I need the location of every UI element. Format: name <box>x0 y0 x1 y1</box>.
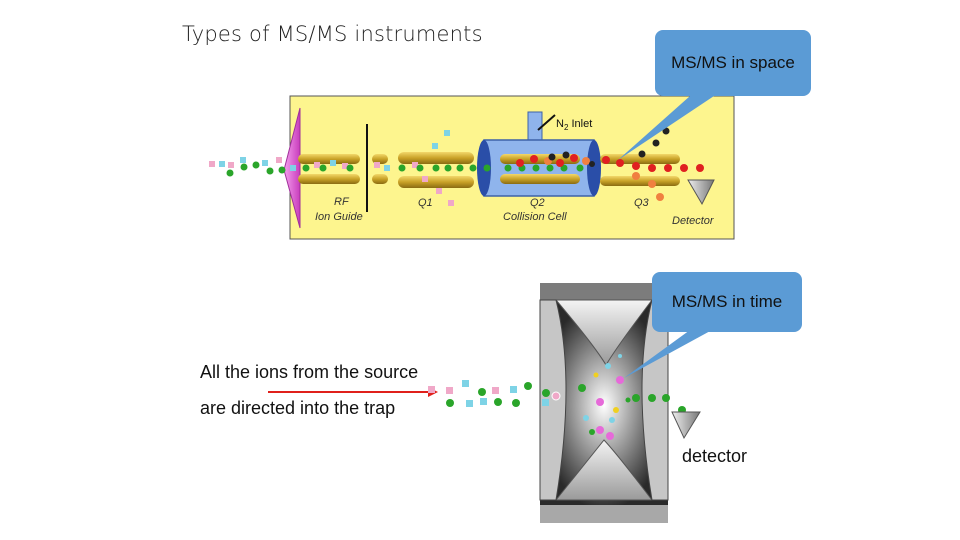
callout-space-text: MS/MS in space <box>671 53 795 72</box>
callout-time-text: MS/MS in time <box>671 292 783 311</box>
tandem-detector-cone <box>687 179 715 206</box>
rf-label: RF <box>334 196 349 208</box>
collision-cell-label: Collision Cell <box>503 211 567 223</box>
trap-detector-cone <box>671 411 701 440</box>
n2-inlet-label: N2 Inlet <box>556 118 593 133</box>
ion-guide-rods <box>298 154 388 184</box>
q2-label: Q2 <box>530 197 545 209</box>
q1-label: Q1 <box>418 197 433 209</box>
callout-ms-ms-in-time: MS/MS in time <box>652 272 802 332</box>
callout-space-tail <box>618 96 714 160</box>
source-caption-line2: are directed into the trap <box>200 398 396 418</box>
q1-rods <box>398 152 474 188</box>
tandem-ion-beam <box>209 127 704 206</box>
ion-trap <box>539 283 669 523</box>
trap-detector-label: detector <box>682 446 748 466</box>
q3-label: Q3 <box>634 197 649 209</box>
callout-time-tail <box>624 330 712 378</box>
callout-ms-ms-in-space: MS/MS in space <box>655 30 811 96</box>
source-caption-line1: All the ions from the source <box>200 362 419 382</box>
n2-inlet-arrow <box>537 114 556 131</box>
slide-title: Types of MS/MS instruments <box>182 22 483 46</box>
ion-guide-label: Ion Guide <box>315 211 363 223</box>
detector-label: Detector <box>672 215 714 227</box>
